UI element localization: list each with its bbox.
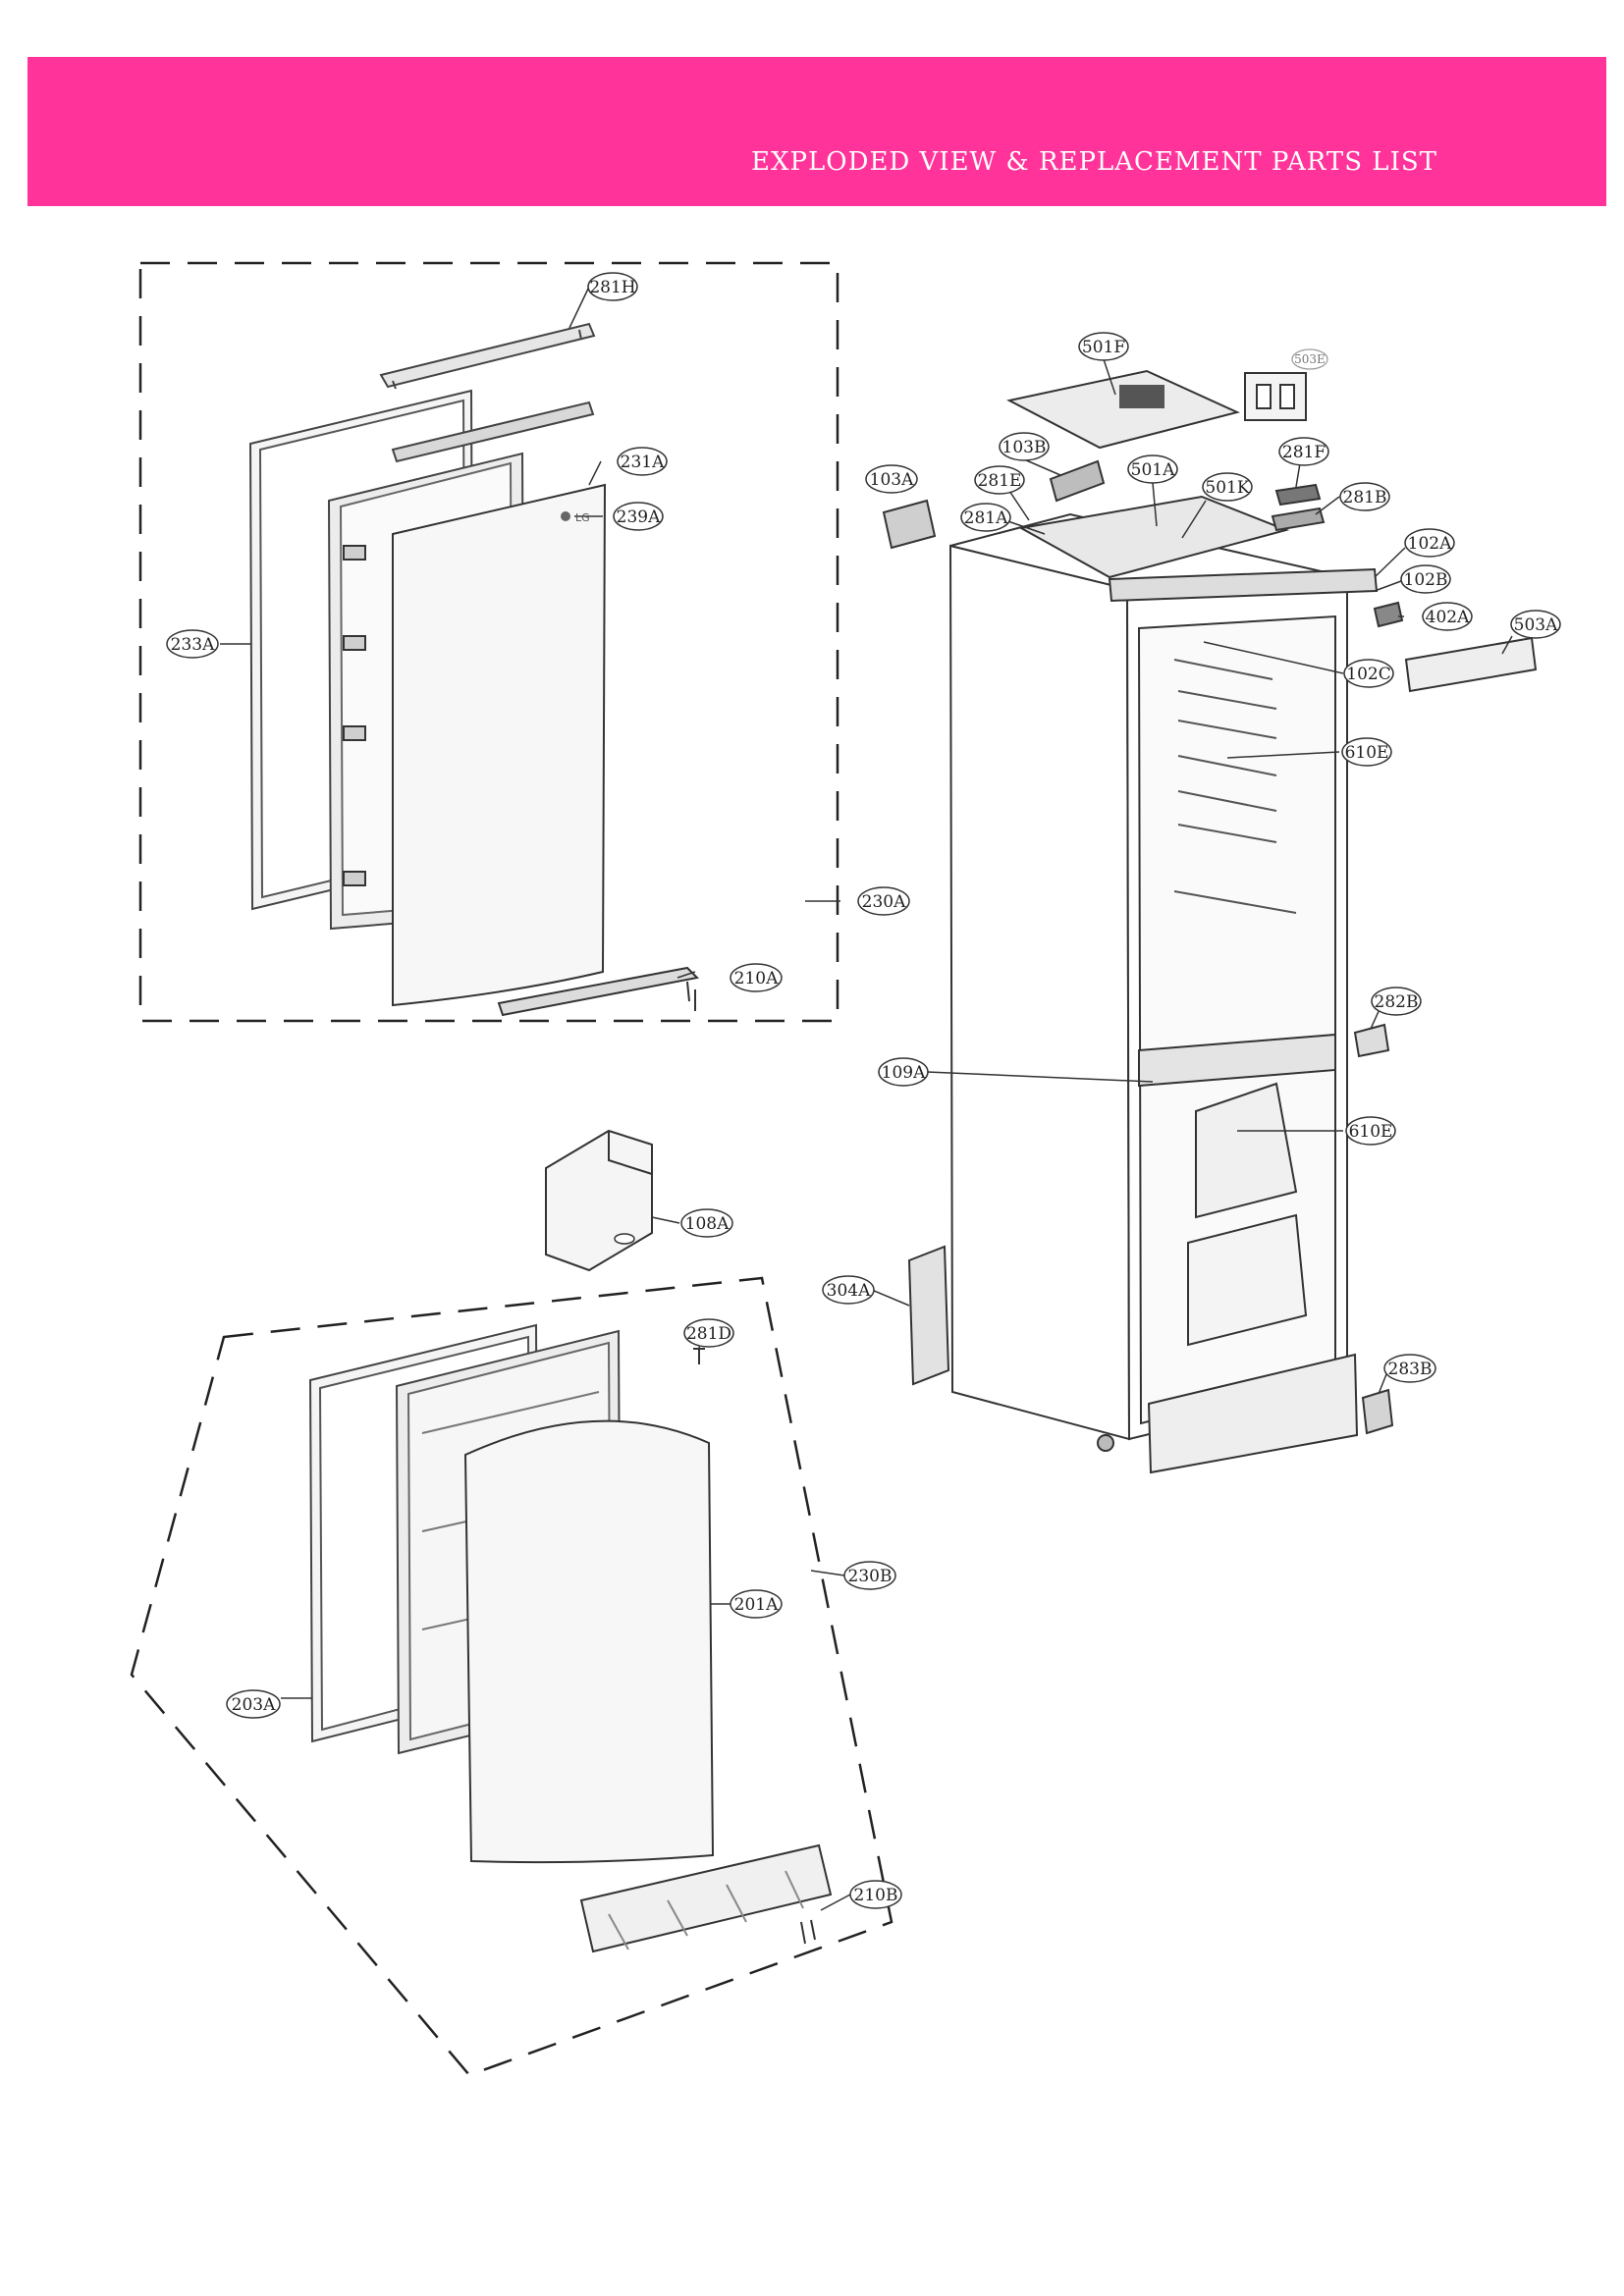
callout-230a: 230A	[857, 886, 910, 916]
svg-text:230B: 230B	[848, 1567, 893, 1586]
callout-610e-bottom: 610E	[1345, 1116, 1396, 1146]
lower-door-group	[130, 1276, 893, 2077]
part-281b	[1271, 507, 1326, 532]
callout-304a: 304A	[822, 1275, 875, 1305]
svg-text:281B: 281B	[1343, 488, 1387, 507]
callout-230b: 230B	[843, 1561, 896, 1590]
svg-text:103B: 103B	[1002, 438, 1047, 457]
svg-text:281A: 281A	[964, 508, 1008, 528]
svg-text:230A: 230A	[862, 892, 906, 912]
callout-231a: 231A	[617, 447, 668, 476]
callout-102c: 102C	[1343, 659, 1394, 688]
callout-210a: 210A	[730, 963, 783, 992]
svg-text:109A: 109A	[882, 1063, 926, 1083]
callout-281h: 281H	[587, 272, 638, 301]
svg-text:282B: 282B	[1375, 992, 1419, 1012]
callout-109a: 109A	[878, 1057, 929, 1087]
callout-503e: 503E	[1291, 348, 1328, 370]
upper-door-group	[138, 261, 839, 1023]
part-402a	[1373, 601, 1404, 628]
svg-text:281H: 281H	[589, 278, 635, 297]
part-108a	[545, 1129, 653, 1272]
callouts: 281H 231A 239A 233A 230A 210A 501F 503E	[166, 272, 1561, 1909]
callout-239a: 239A	[613, 502, 664, 531]
upper-door-bottom-cap	[497, 966, 700, 1017]
lower-door-boundary	[130, 1276, 893, 2077]
header-banner: EXPLODED VIEW & REPLACEMENT PARTS LIST	[27, 57, 1606, 206]
callout-201a: 201A	[730, 1589, 783, 1619]
callout-283b: 283B	[1383, 1354, 1436, 1383]
callout-102a: 102A	[1404, 528, 1455, 558]
callout-103b: 103B	[999, 432, 1050, 461]
svg-text:102A: 102A	[1408, 534, 1452, 554]
callout-281e: 281E	[974, 465, 1025, 495]
svg-text:503A: 503A	[1514, 615, 1558, 635]
svg-text:102B: 102B	[1404, 570, 1448, 590]
part-503a	[1404, 636, 1538, 693]
svg-text:610E: 610E	[1345, 743, 1389, 763]
leader-lines	[220, 286, 1513, 1911]
callout-501a: 501A	[1127, 454, 1178, 484]
callout-102b: 102B	[1400, 564, 1451, 594]
svg-text:103A: 103A	[870, 470, 914, 490]
callout-503a: 503A	[1510, 610, 1561, 639]
callout-501f: 501F	[1078, 332, 1129, 361]
callout-210b: 210B	[849, 1880, 902, 1909]
svg-text:102C: 102C	[1346, 665, 1390, 684]
svg-text:210B: 210B	[854, 1886, 898, 1905]
svg-text:610E: 610E	[1349, 1122, 1393, 1142]
callout-281d: 281D	[683, 1318, 734, 1348]
part-281d	[693, 1348, 705, 1364]
callout-203a: 203A	[226, 1689, 281, 1719]
svg-text:108A: 108A	[685, 1214, 730, 1234]
svg-text:233A: 233A	[171, 635, 215, 655]
top-hinge-assembly	[1018, 495, 1290, 579]
upper-door-cap	[379, 322, 596, 389]
lg-logo-text: LG	[575, 511, 590, 524]
callout-108a: 108A	[680, 1208, 733, 1238]
svg-text:402A: 402A	[1426, 608, 1470, 627]
svg-text:281E: 281E	[978, 471, 1022, 491]
svg-text:281D: 281D	[686, 1324, 731, 1344]
part-103b	[1049, 459, 1106, 503]
lg-logo	[561, 511, 570, 521]
callout-402a: 402A	[1422, 602, 1473, 631]
lower-door-panel	[463, 1419, 715, 1864]
control-box	[1244, 372, 1307, 421]
svg-text:501A: 501A	[1131, 460, 1175, 480]
svg-text:281F: 281F	[1282, 443, 1326, 462]
cabinet-group	[948, 495, 1379, 1474]
part-304a	[907, 1245, 950, 1386]
svg-text:501F: 501F	[1082, 338, 1125, 357]
svg-text:283B: 283B	[1388, 1360, 1433, 1379]
upper-door-panel	[392, 483, 607, 1007]
callout-501k: 501K	[1202, 472, 1253, 502]
svg-text:304A: 304A	[827, 1281, 871, 1301]
svg-text:231A: 231A	[621, 453, 665, 472]
part-281f	[1274, 483, 1322, 507]
upper-door-boundary	[138, 261, 839, 1023]
svg-text:239A: 239A	[617, 507, 661, 527]
svg-text:210A: 210A	[734, 969, 779, 988]
svg-text:201A: 201A	[734, 1595, 779, 1615]
callout-281f: 281F	[1278, 437, 1329, 466]
callout-281a: 281A	[960, 503, 1011, 532]
cabinet-side-panel	[948, 544, 1131, 1441]
page-title: EXPLODED VIEW & REPLACEMENT PARTS LIST	[751, 147, 1437, 177]
callout-103a: 103A	[865, 464, 918, 494]
svg-text:203A: 203A	[232, 1695, 276, 1715]
part-103a	[882, 499, 937, 550]
svg-text:501K: 501K	[1205, 478, 1249, 498]
part-282b	[1353, 1023, 1390, 1058]
lower-door-bottom-cap	[579, 1843, 833, 1953]
callout-610e-top: 610E	[1341, 737, 1392, 767]
callout-281b: 281B	[1339, 482, 1390, 511]
top-cover	[1006, 369, 1240, 450]
callout-282b: 282B	[1371, 987, 1422, 1016]
part-283b	[1361, 1388, 1394, 1435]
callout-233a: 233A	[166, 629, 219, 659]
svg-text:503E: 503E	[1294, 352, 1326, 366]
